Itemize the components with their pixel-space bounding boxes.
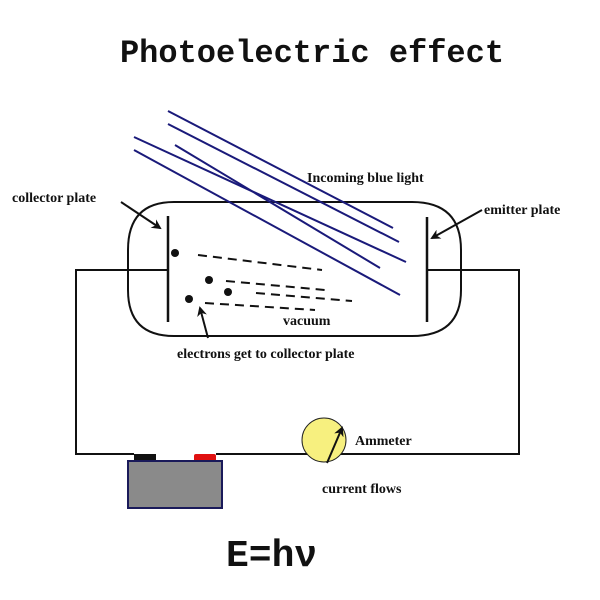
vacuum-label: vacuum xyxy=(283,314,331,329)
electron-trail xyxy=(204,302,316,311)
right-wire xyxy=(216,269,520,455)
ammeter-label: Ammeter xyxy=(355,434,412,449)
incoming-light-rays xyxy=(133,110,407,296)
light-ray xyxy=(133,149,401,296)
circuit-wires xyxy=(75,269,520,455)
ammeter xyxy=(301,417,347,464)
electron-trail xyxy=(225,280,326,291)
electron xyxy=(171,249,179,257)
light-ray xyxy=(174,144,381,269)
incoming-light-label: Incoming blue light xyxy=(307,171,424,186)
left-wire xyxy=(75,269,168,455)
ammeter-needle-icon xyxy=(326,426,344,464)
electron-trail xyxy=(255,292,353,302)
current-flows-label: current flows xyxy=(322,482,402,497)
battery-body xyxy=(127,460,223,509)
formula-text: E=hν xyxy=(226,535,317,578)
emitter-pointer-arrow xyxy=(430,209,483,239)
collector-pointer-arrow xyxy=(120,201,162,230)
electron xyxy=(205,276,213,284)
electron xyxy=(185,295,193,303)
battery-negative-terminal xyxy=(134,454,156,462)
light-ray xyxy=(133,136,407,263)
emitter-plate-label: emitter plate xyxy=(484,203,560,218)
electrons-label: electrons get to collector plate xyxy=(177,347,355,362)
vacuum-tube xyxy=(127,201,462,337)
diagram-title: Photoelectric effect xyxy=(120,35,504,72)
battery xyxy=(127,454,223,509)
collector-plate-label: collector plate xyxy=(12,191,96,206)
light-ray xyxy=(167,123,400,243)
electron-trail xyxy=(197,254,323,271)
electrons-group xyxy=(171,249,353,311)
light-ray xyxy=(167,110,394,229)
electrons-pointer-arrow xyxy=(197,306,209,339)
ammeter-dial xyxy=(301,417,347,463)
electron xyxy=(224,288,232,296)
